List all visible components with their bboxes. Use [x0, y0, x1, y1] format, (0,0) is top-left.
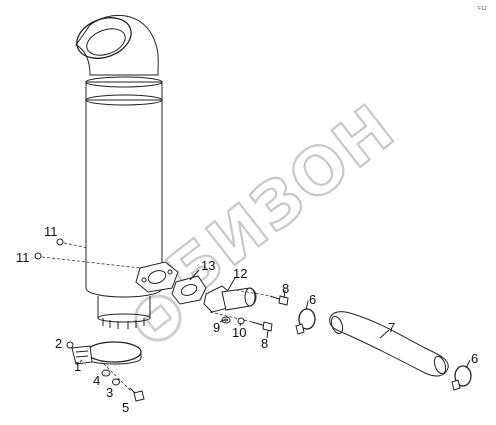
bolt-lower [209, 311, 273, 332]
callout-6-lower: 6 [471, 351, 478, 366]
washer [221, 316, 231, 324]
callout-10: 10 [232, 325, 246, 340]
callout-11-lower: 11 [16, 250, 30, 265]
mounting-clamp [71, 341, 142, 365]
callout-2: 2 [55, 336, 62, 351]
fastener-axis [99, 359, 133, 393]
hose-clamp-lower [451, 365, 472, 391]
callout-7: 7 [388, 320, 395, 335]
adapter-pipe [203, 285, 257, 313]
fastener-4 [101, 369, 111, 377]
bolt-upper [235, 289, 289, 306]
callout-13: 13 [201, 258, 215, 273]
callout-11-upper: 11 [44, 224, 58, 239]
muffler [75, 14, 163, 329]
fastener-3 [112, 378, 120, 386]
corner-mark: F12 [478, 6, 487, 12]
callout-5: 5 [122, 400, 129, 415]
callout-8-upper: 8 [282, 281, 289, 296]
callout-1: 1 [74, 359, 81, 374]
callout-8-lower: 8 [261, 336, 268, 351]
callout-9: 9 [213, 320, 220, 335]
callout-4: 4 [93, 373, 100, 388]
bizon-logo-icon [134, 294, 182, 342]
inlet-flange [135, 261, 179, 293]
callouts: 11 11 13 12 8 6 7 6 9 10 8 2 1 4 3 5 [16, 224, 478, 415]
callout-6-upper: 6 [309, 292, 316, 307]
leader-lines [79, 269, 471, 369]
callout-3: 3 [106, 385, 113, 400]
gasket [171, 275, 207, 305]
fastener-2 [66, 341, 74, 349]
hose-clamp-upper [295, 308, 316, 335]
flexible-hose [329, 311, 449, 377]
fastener-5 [129, 387, 145, 402]
screw-11-upper [56, 238, 89, 249]
screw-11-lower [34, 252, 141, 269]
callout-12: 12 [233, 266, 247, 281]
watermark: БИЗОН [134, 90, 410, 342]
